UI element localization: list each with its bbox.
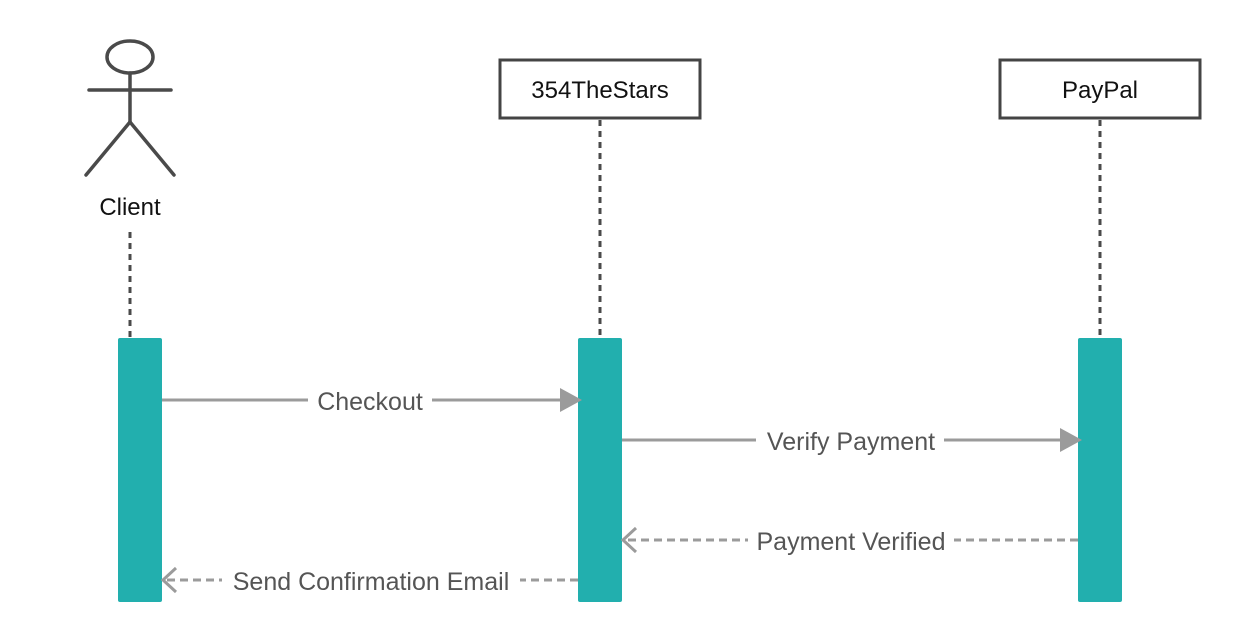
message-label-verify-payment: Verify Payment [767, 428, 935, 456]
arrowhead-open-icon [620, 526, 638, 554]
message-checkout[interactable]: Checkout [162, 384, 582, 418]
message-verify-payment[interactable]: Verify Payment [622, 424, 1082, 458]
message-payment-verified[interactable]: Payment Verified [620, 524, 1078, 558]
message-label-payment-verified: Payment Verified [757, 528, 946, 556]
arrowhead-filled-icon [560, 388, 582, 412]
message-send-confirmation-email[interactable]: Send Confirmation Email [160, 564, 578, 598]
client-activation-bar[interactable] [118, 338, 162, 602]
store-participant-box[interactable] [498, 58, 702, 120]
arrowhead-filled-icon [1060, 428, 1082, 452]
paypal-label: PayPal [1062, 77, 1138, 104]
paypal-participant-box[interactable] [998, 58, 1202, 120]
store-activation-bar[interactable] [578, 338, 622, 602]
message-label-checkout: Checkout [317, 388, 423, 416]
message-label-send-confirmation-email: Send Confirmation Email [233, 568, 510, 596]
arrowhead-open-icon [160, 566, 178, 594]
paypal-activation-bar[interactable] [1078, 338, 1122, 602]
client-label: Client [99, 194, 161, 221]
store-label: 354TheStars [531, 77, 668, 104]
client-actor-icon[interactable] [84, 39, 176, 177]
